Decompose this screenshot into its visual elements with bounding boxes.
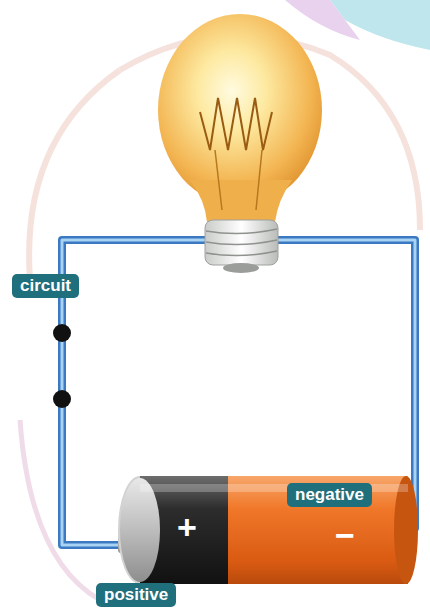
polarity-sign: +	[177, 510, 197, 544]
part-label: negative	[287, 483, 372, 507]
part-label: circuit	[12, 274, 79, 298]
part-label: positive	[96, 583, 176, 607]
polarity-sign: −	[335, 518, 355, 552]
